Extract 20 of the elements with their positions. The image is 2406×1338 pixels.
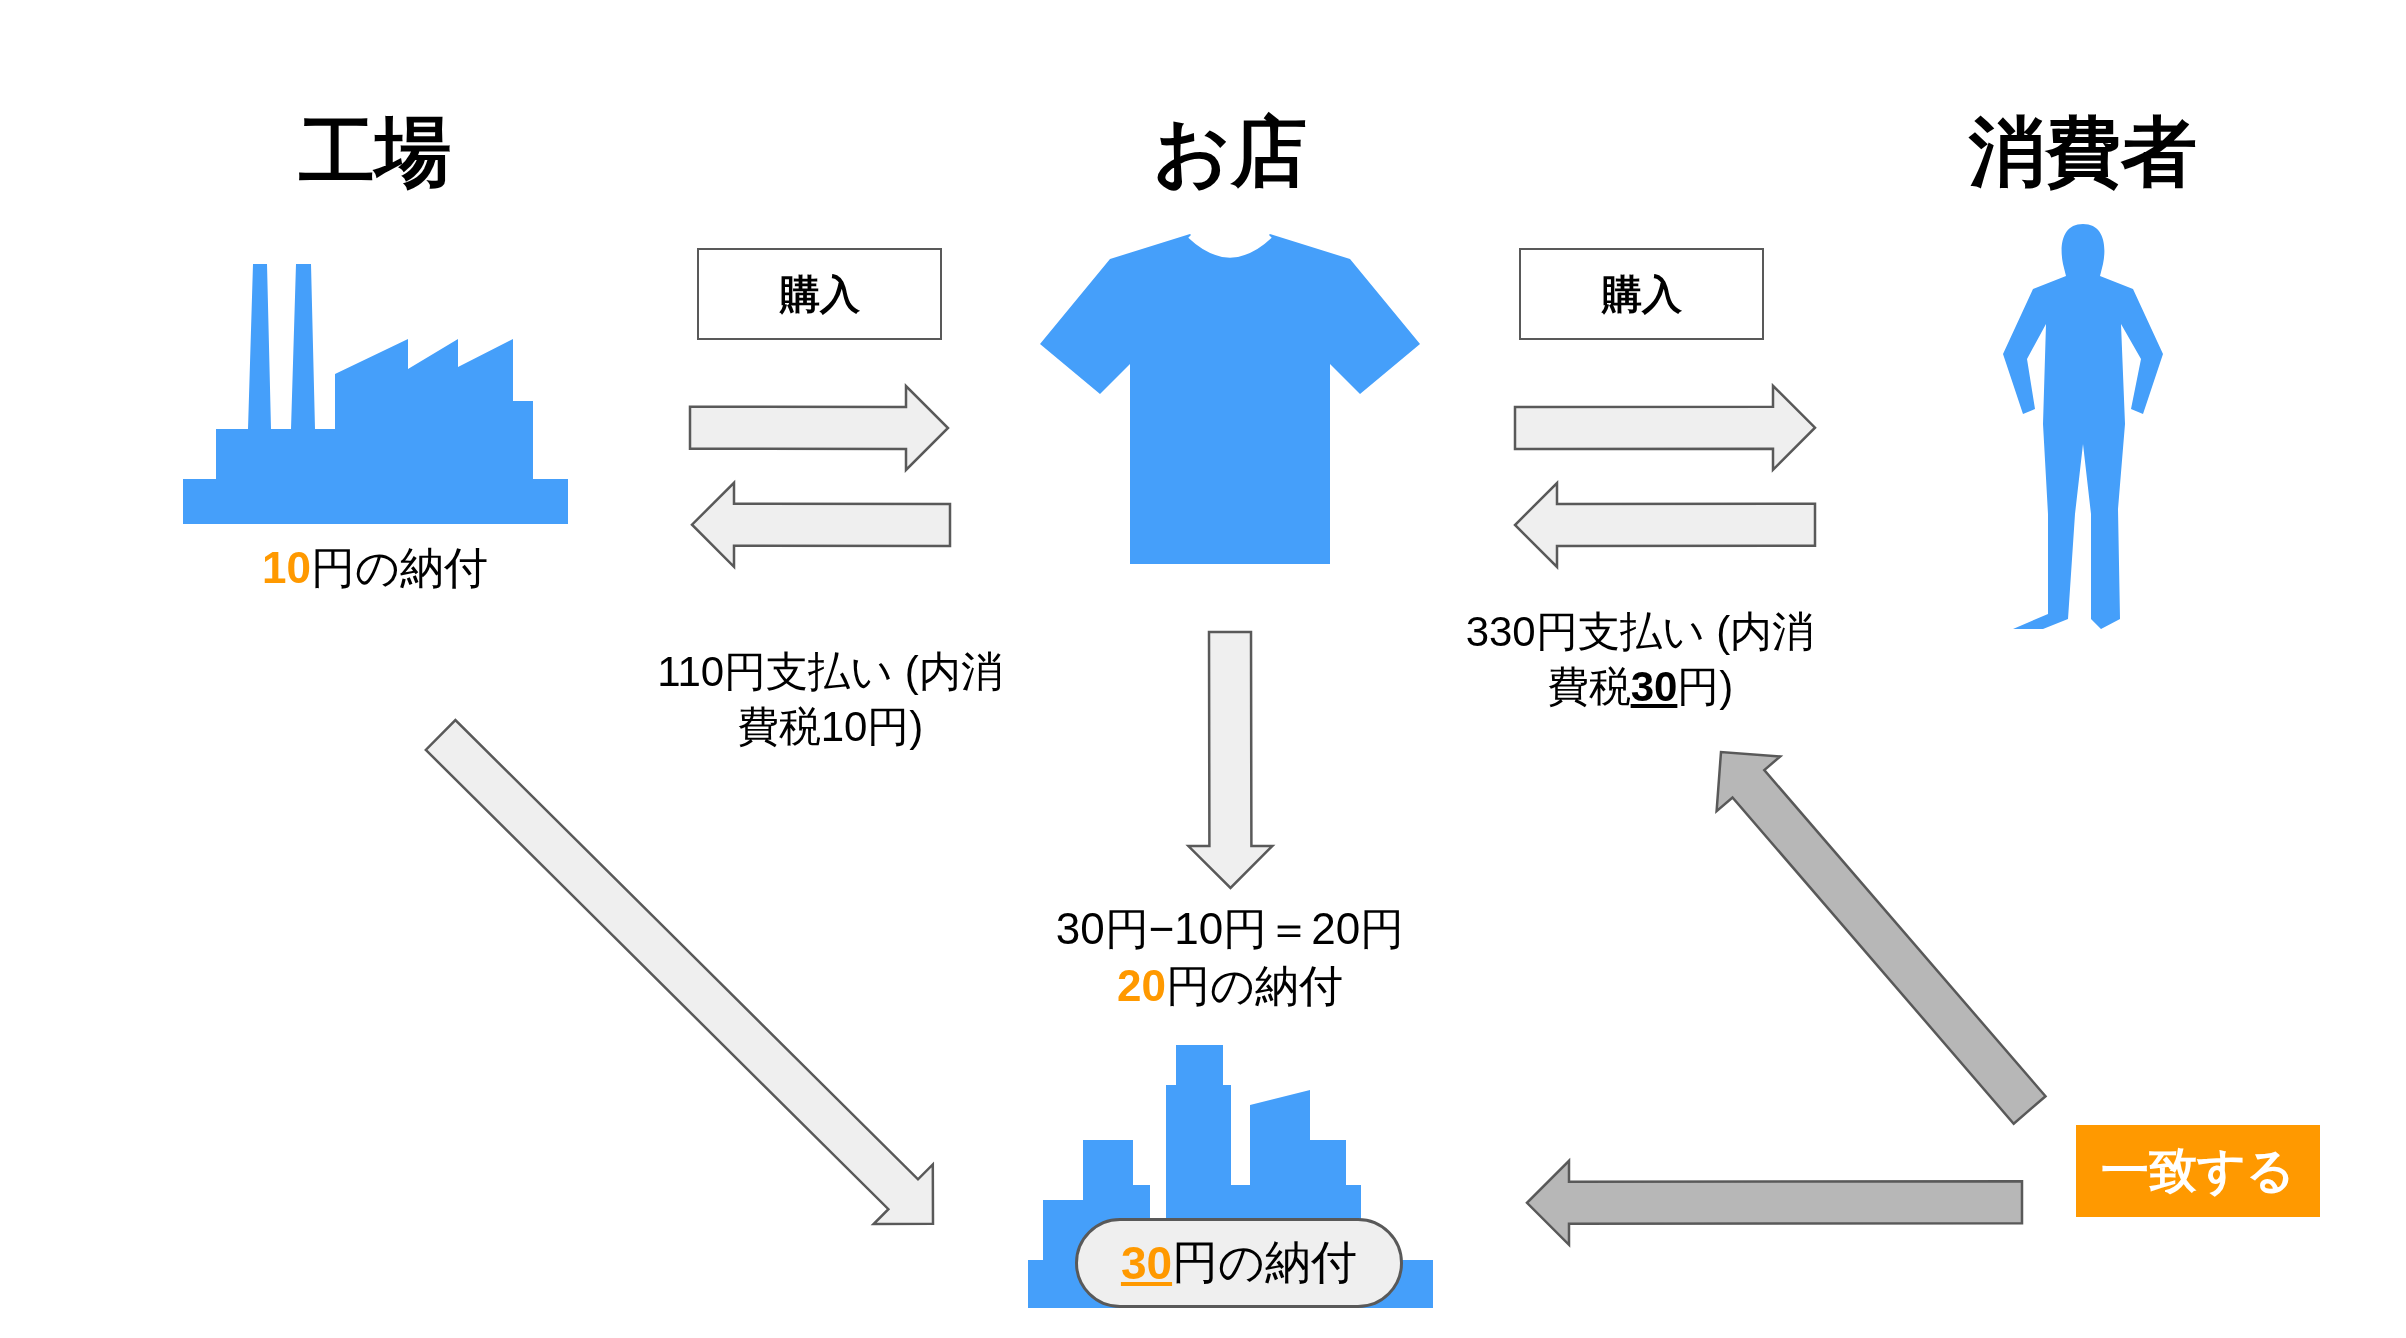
heading: 工場	[299, 110, 451, 194]
block-arrow	[424, 718, 935, 1226]
calculation-text: 20円の納付	[1117, 960, 1343, 1013]
purchase-box: 購入	[697, 248, 942, 340]
payment-text: 110円支払い (内消費税10円)	[656, 647, 1004, 752]
calculation-text: 30円−10円＝20円	[1055, 903, 1405, 955]
payment-text: 330円支払い (内消費税30円)	[1464, 607, 1816, 712]
block-arrow	[1715, 750, 2048, 1126]
block-arrow	[1513, 382, 1817, 473]
amount-pill: 30円の納付	[1075, 1218, 1403, 1308]
block-arrow	[1513, 480, 1817, 570]
heading: 消費者	[1968, 110, 2197, 194]
block-arrow	[1525, 1157, 2024, 1248]
block-arrow	[690, 479, 952, 570]
heading: お店	[1153, 110, 1307, 194]
match-badge: 一致する	[2076, 1125, 2320, 1217]
block-arrow	[688, 383, 950, 473]
purchase-box: 購入	[1519, 248, 1764, 340]
block-arrow	[1185, 630, 1276, 890]
amount-text: 10円の納付	[262, 541, 488, 594]
